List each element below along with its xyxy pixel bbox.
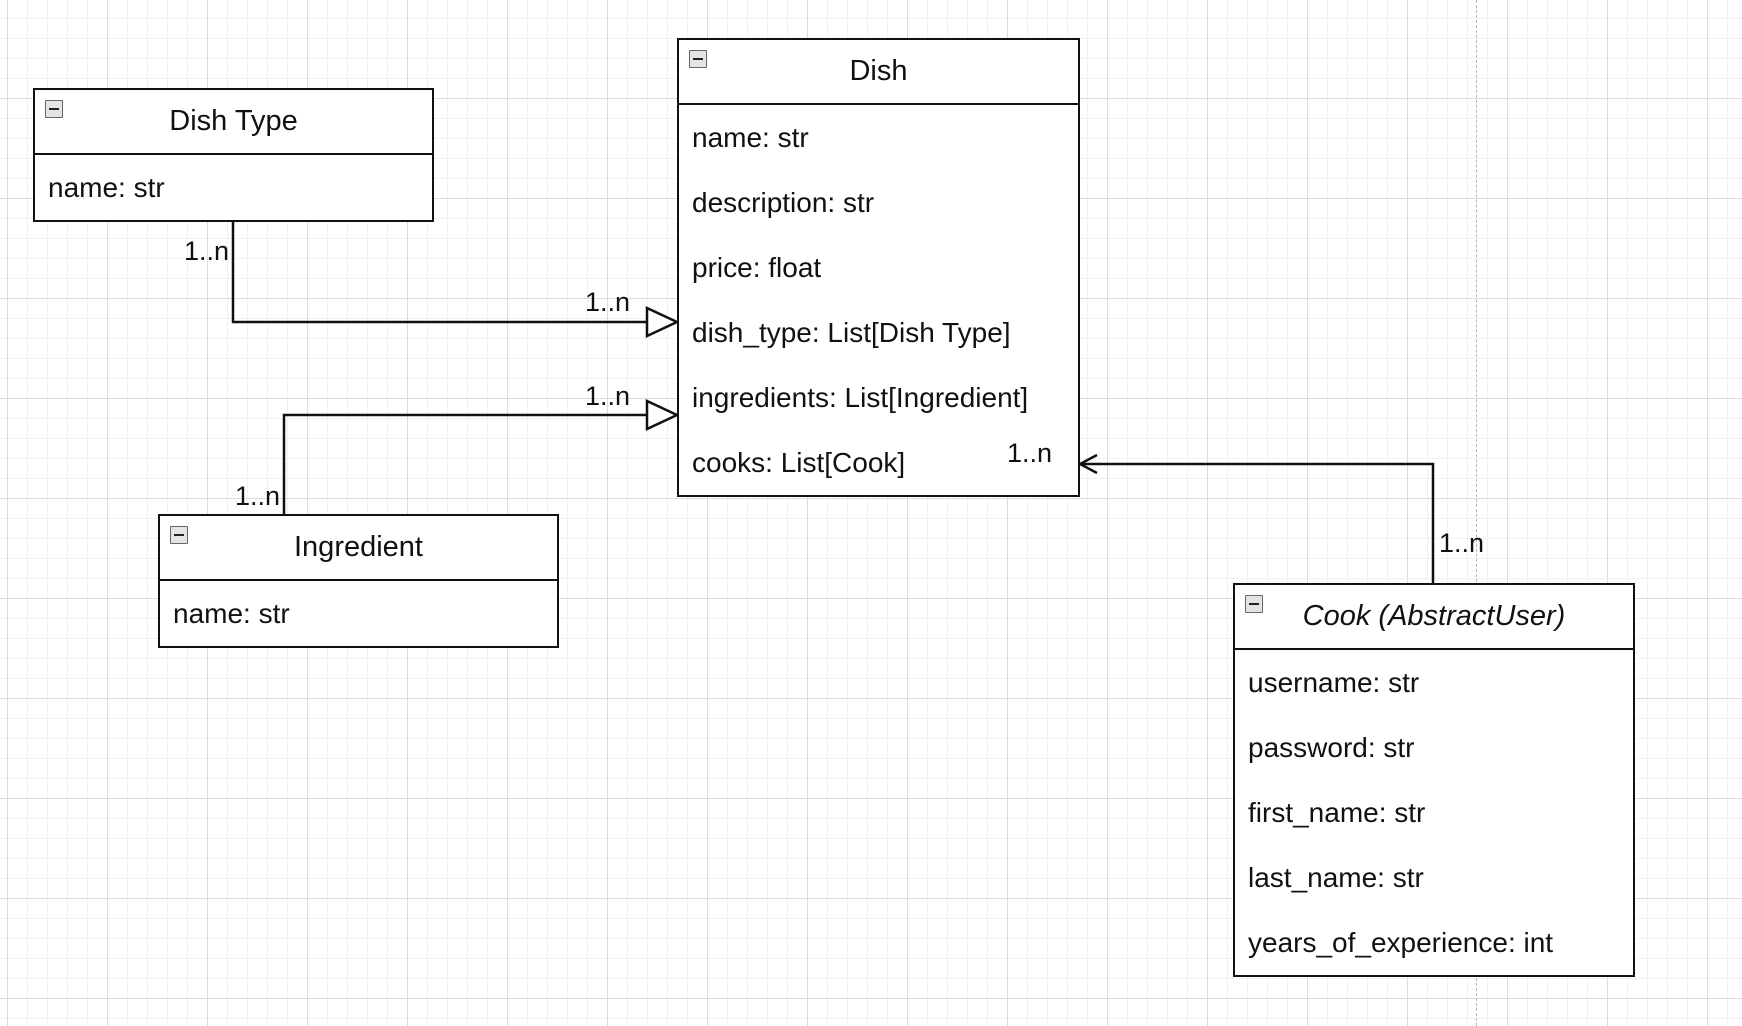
multiplicity-dish-type-target: 1..n xyxy=(585,287,631,317)
attribute-row[interactable]: price: float xyxy=(692,252,822,283)
multiplicity-ingredient-source: 1..n xyxy=(235,481,281,511)
attribute-row[interactable]: password: str xyxy=(1248,732,1415,763)
attribute-row[interactable]: years_of_experience: int xyxy=(1248,927,1554,958)
page-guide-line xyxy=(1476,0,1477,1026)
multiplicity-dish-type-source: 1..n xyxy=(184,236,230,266)
attribute-row[interactable]: cooks: List[Cook] xyxy=(692,447,906,478)
dish-type-to-dish-connector[interactable] xyxy=(231,219,647,324)
attribute-row[interactable]: last_name: str xyxy=(1248,862,1424,893)
class-cook-title: Cook (AbstractUser) xyxy=(1302,600,1566,632)
ingredient-to-dish-arrowhead xyxy=(645,399,680,431)
class-dish-type-header[interactable]: Dish Type xyxy=(35,90,432,155)
attribute-row[interactable]: name: str xyxy=(692,122,809,153)
attribute-row[interactable]: first_name: str xyxy=(1248,797,1426,828)
attribute-row[interactable]: description: str xyxy=(692,187,875,218)
multiplicity-cook-target: 1..n xyxy=(1007,438,1053,468)
dish-type-to-dish-arrowhead xyxy=(645,306,680,338)
collapse-icon[interactable] xyxy=(689,50,707,68)
cook-to-dish-arrowhead xyxy=(1077,453,1098,475)
class-dish-header[interactable]: Dish xyxy=(679,40,1078,105)
class-ingredient[interactable]: Ingredient name: str xyxy=(158,514,559,648)
class-cook-header[interactable]: Cook (AbstractUser) xyxy=(1235,585,1633,650)
class-dish-type-title: Dish Type xyxy=(169,105,298,137)
attribute-row[interactable]: dish_type: List[Dish Type] xyxy=(692,317,1011,348)
collapse-icon[interactable] xyxy=(1245,595,1263,613)
multiplicity-cook-source: 1..n xyxy=(1439,528,1485,558)
attribute-row[interactable]: username: str xyxy=(1248,667,1420,698)
class-cook[interactable]: Cook (AbstractUser) username: str passwo… xyxy=(1233,583,1635,977)
collapse-icon[interactable] xyxy=(45,100,63,118)
multiplicity-ingredient-target: 1..n xyxy=(585,381,631,411)
class-dish[interactable]: Dish name: str description: str price: f… xyxy=(677,38,1080,497)
collapse-icon[interactable] xyxy=(170,526,188,544)
ingredient-to-dish-connector[interactable] xyxy=(282,413,647,514)
class-dish-type[interactable]: Dish Type name: str xyxy=(33,88,434,222)
attribute-row[interactable]: name: str xyxy=(48,172,165,203)
attribute-row[interactable]: ingredients: List[Ingredient] xyxy=(692,382,1029,413)
class-dish-title: Dish xyxy=(849,55,908,87)
class-ingredient-header[interactable]: Ingredient xyxy=(160,516,557,581)
class-ingredient-title: Ingredient xyxy=(294,531,423,563)
cook-to-dish-connector[interactable] xyxy=(1080,462,1435,583)
attribute-row[interactable]: name: str xyxy=(173,598,290,629)
